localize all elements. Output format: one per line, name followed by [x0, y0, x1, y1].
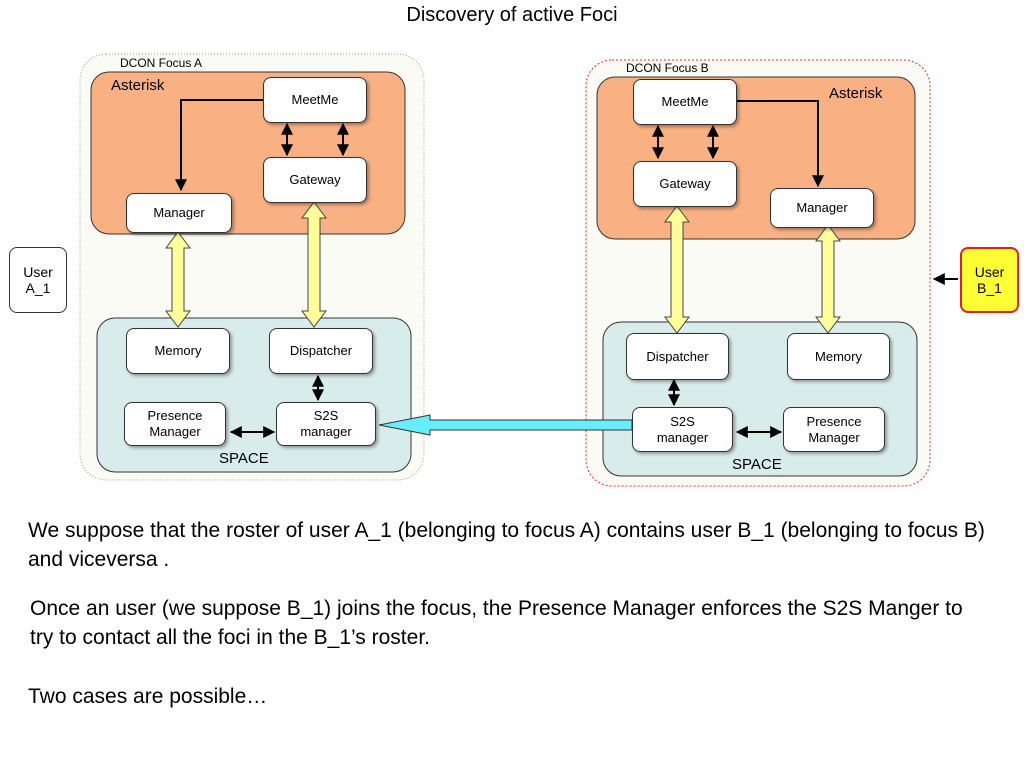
space-b-label: SPACE	[732, 456, 782, 473]
gateway-dispatcher-a-connector	[301, 201, 327, 328]
dispatcher-a-box: Dispatcher	[269, 328, 373, 374]
meetme-a-box: MeetMe	[263, 77, 367, 123]
manager-a-box: Manager	[126, 193, 232, 233]
user-a-box: User A_1	[9, 247, 67, 313]
gateway-a-box: Gateway	[263, 157, 367, 203]
meetme-to-manager-a-line	[175, 99, 263, 192]
meetme-b-box: MeetMe	[633, 79, 737, 125]
presence-manager-a-box: Presence Manager	[124, 402, 226, 446]
focus-a-label: DCON Focus A	[120, 56, 203, 70]
asterisk-a-label: Asterisk	[111, 77, 165, 94]
dispatcher-b-box: Dispatcher	[626, 333, 729, 380]
memory-b-box: Memory	[787, 333, 890, 380]
space-a-label: SPACE	[219, 450, 269, 467]
manager-b-box: Manager	[770, 188, 874, 228]
paragraph-presence: Once an user (we suppose B_1) joins the …	[30, 597, 963, 649]
paragraph-roster: We suppose that the roster of user A_1 (…	[28, 519, 985, 571]
gateway-b-box: Gateway	[633, 161, 737, 207]
memory-a-box: Memory	[126, 328, 230, 374]
page-title: Discovery of active Foci	[406, 4, 618, 26]
s2s-manager-b-box: S2S manager	[632, 407, 733, 452]
focus-b-label: DCON Focus B	[626, 61, 709, 75]
asterisk-b-label: Asterisk	[829, 85, 883, 102]
paragraph-cases: Two cases are possible…	[28, 685, 268, 708]
user-b-box: User B_1	[960, 247, 1019, 313]
meetme-to-manager-b-line	[737, 100, 824, 188]
presence-manager-b-box: Presence Manager	[783, 407, 885, 452]
s2s-manager-a-box: S2S manager	[276, 402, 376, 446]
manager-memory-a-connector	[165, 231, 191, 328]
